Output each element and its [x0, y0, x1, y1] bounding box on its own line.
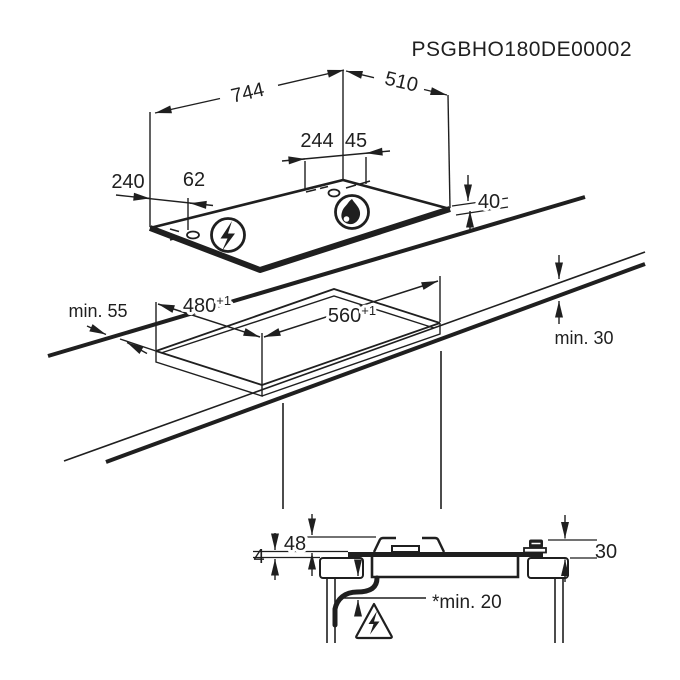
warning-bolt-icon: [368, 611, 380, 635]
dim-front-distance: min. 55: [68, 301, 157, 355]
dim-560-label: 560+1: [328, 303, 376, 327]
dim-480-tolerance: +1: [216, 293, 231, 308]
worktop-section-left: [319, 557, 364, 579]
dim-48-label: 48: [284, 533, 306, 555]
dim-4-label: 4: [253, 546, 264, 568]
dim-62-label: 62: [183, 169, 205, 191]
dim-240-label: 240: [111, 171, 144, 193]
dim-height-above-worktop: 48: [281, 514, 376, 576]
dim-30-label: 30: [595, 541, 617, 563]
gas-connection-symbol: [334, 194, 370, 230]
dim-glass-thickness: 4: [253, 533, 348, 580]
hob-glass-section: [348, 552, 543, 557]
dim-burner-position: 244 45: [281, 130, 391, 189]
dim-cutout-width: 560+1: [263, 280, 439, 338]
worktop-section-right: [527, 557, 569, 579]
dim-510-label: 510: [383, 68, 421, 97]
worktop-front-edge: [47, 195, 586, 358]
electrical-warning-icon: [355, 602, 393, 640]
control-knob: [523, 539, 547, 554]
dim-hob-height: 40: [451, 175, 509, 231]
hob-body-section: [370, 557, 520, 579]
drawing-code: PSGBHO180DE00002: [412, 38, 632, 61]
dim-744-label: 744: [229, 79, 266, 108]
dim-40-label: 40: [478, 191, 500, 213]
dim-cutout-depth: 480+1: [157, 290, 261, 338]
dim-clearance-below: *min. 20: [342, 559, 502, 617]
cross-section-view: 4 48 30 *min. 20: [253, 514, 617, 643]
hob-glass-outline: [148, 178, 451, 273]
dim-min30-label: min. 30: [554, 328, 613, 348]
lightning-bolt-icon: [220, 221, 235, 251]
electric-connection-symbol: [210, 217, 246, 253]
dim-560-tolerance: +1: [361, 303, 376, 318]
worktop-cutout-view: min. 30 480+1 560+1 min. 55: [47, 195, 646, 509]
dim-connection-position: 240 62: [111, 166, 214, 230]
gas-burner: [372, 536, 446, 553]
dim-min55-label: min. 55: [68, 301, 127, 321]
dim-480-label: 480+1: [183, 293, 231, 317]
connection-holes: [169, 180, 371, 241]
dim-knob-height: 30: [548, 515, 617, 582]
dim-worktop-thickness: min. 30: [554, 255, 614, 348]
flame-curl: [343, 216, 350, 222]
dim-min20-label: *min. 20: [432, 592, 502, 613]
hob-top-view: 744 510 244 45 240 62: [111, 68, 509, 273]
dim-hob-width: 744: [154, 69, 345, 114]
power-cable: [332, 575, 380, 628]
dim-hob-depth: 510: [345, 68, 448, 97]
dim-45-label: 45: [345, 130, 367, 152]
dim-244-label: 244: [300, 130, 333, 152]
